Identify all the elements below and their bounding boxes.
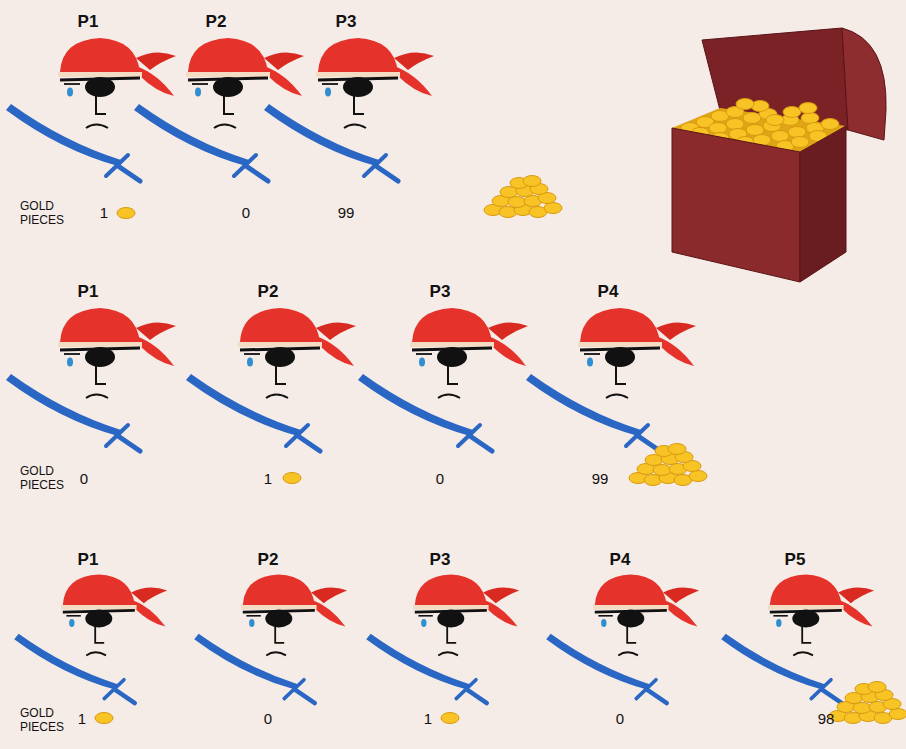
pirate-figure bbox=[194, 574, 347, 703]
gold-coin bbox=[283, 473, 301, 484]
treasure-chest bbox=[672, 28, 886, 282]
axis-label: GOLD PIECES bbox=[20, 464, 72, 492]
gold-count: 0 bbox=[264, 710, 272, 727]
pirate-figure bbox=[264, 38, 434, 181]
pirate-figure bbox=[546, 574, 699, 703]
pirate-figure bbox=[526, 308, 696, 451]
gold-count: 1 bbox=[264, 470, 272, 487]
coin-pile bbox=[484, 176, 562, 218]
pirate-figure bbox=[721, 574, 874, 703]
gold-coin bbox=[117, 208, 135, 219]
pirate-figure bbox=[366, 574, 519, 703]
pirate-label: P2 bbox=[258, 282, 279, 302]
pirate-label: P2 bbox=[206, 12, 227, 32]
pirate-label: P2 bbox=[258, 550, 279, 570]
gold-count: 0 bbox=[616, 710, 624, 727]
gold-count: 1 bbox=[424, 710, 432, 727]
pirate-label: P1 bbox=[78, 12, 99, 32]
pirate-figure bbox=[134, 38, 304, 181]
gold-count: 0 bbox=[80, 470, 88, 487]
axis-label: GOLD PIECES bbox=[20, 199, 72, 227]
pirate-figure bbox=[14, 574, 167, 703]
gold-count: 99 bbox=[592, 470, 609, 487]
gold-count: 0 bbox=[436, 470, 444, 487]
pirate-figure bbox=[186, 308, 356, 451]
pirate-label: P3 bbox=[430, 282, 451, 302]
gold-count: 1 bbox=[100, 204, 108, 221]
gold-coin bbox=[95, 713, 113, 724]
pirate-figure bbox=[6, 38, 176, 181]
gold-coin bbox=[441, 713, 459, 724]
pirate-label: P5 bbox=[785, 550, 806, 570]
pirate-label: P1 bbox=[78, 550, 99, 570]
pirate-label: P4 bbox=[598, 282, 619, 302]
gold-count: 1 bbox=[78, 710, 86, 727]
pirate-label: P3 bbox=[430, 550, 451, 570]
gold-count: 0 bbox=[242, 204, 250, 221]
coin-pile bbox=[629, 444, 707, 486]
gold-count: 98 bbox=[818, 710, 835, 727]
pirate-label: P1 bbox=[78, 282, 99, 302]
pirate-figure bbox=[6, 308, 176, 451]
pirate-label: P3 bbox=[336, 12, 357, 32]
axis-label: GOLD PIECES bbox=[20, 706, 72, 734]
pirate-figure bbox=[358, 308, 528, 451]
gold-count: 99 bbox=[338, 204, 355, 221]
coin-pile bbox=[829, 682, 906, 724]
pirate-label: P4 bbox=[610, 550, 631, 570]
